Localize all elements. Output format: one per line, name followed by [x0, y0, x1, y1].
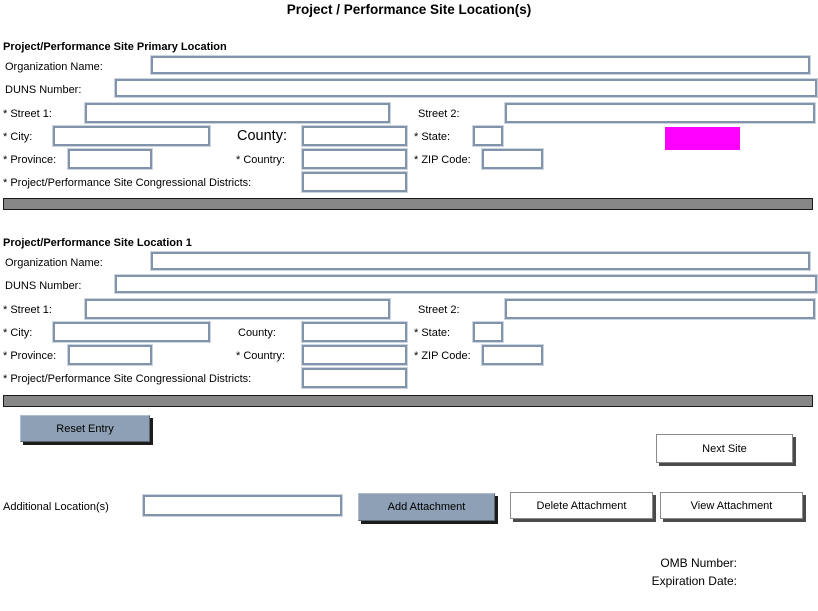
delete-attachment-button[interactable]: Delete Attachment	[510, 492, 653, 519]
congressional-districts-input[interactable]	[302, 172, 407, 192]
duns-number-input[interactable]	[115, 275, 817, 293]
street1-label: * Street 1:	[3, 304, 52, 316]
street1-input[interactable]	[85, 299, 390, 319]
street1-label: * Street 1:	[3, 108, 52, 120]
county-label: County:	[238, 327, 276, 339]
zip-code-input[interactable]	[482, 345, 543, 365]
congressional-districts-label: * Project/Performance Site Congressional…	[3, 177, 252, 189]
street2-label: Street 2:	[418, 108, 460, 120]
zip-code-input[interactable]	[482, 149, 543, 169]
section-header: Project/Performance Site Location 1	[3, 237, 192, 249]
city-input[interactable]	[53, 322, 210, 342]
county-label: County:	[237, 128, 287, 144]
site-location1-section: Project/Performance Site Location 1 Orga…	[0, 196, 818, 408]
county-input[interactable]	[302, 322, 407, 342]
country-input[interactable]	[302, 345, 407, 365]
section-divider-bar	[3, 198, 813, 210]
country-label: * Country:	[236, 350, 285, 362]
state-label: * State:	[414, 131, 451, 143]
city-label: * City:	[3, 131, 33, 143]
add-attachment-button[interactable]: Add Attachment	[358, 493, 495, 521]
province-label: * Province:	[3, 350, 57, 362]
street2-input[interactable]	[505, 299, 815, 319]
omb-number-label: OMB Number:	[660, 556, 737, 570]
reset-entry-button[interactable]: Reset Entry	[20, 415, 150, 442]
state-label: * State:	[414, 327, 451, 339]
expiration-date-label: Expiration Date:	[651, 574, 737, 588]
country-label: * Country:	[236, 154, 285, 166]
view-attachment-button[interactable]: View Attachment	[660, 492, 803, 519]
province-label: * Province:	[3, 154, 57, 166]
street2-input[interactable]	[505, 103, 815, 123]
state-input[interactable]	[473, 322, 503, 342]
section-header: Project/Performance Site Primary Locatio…	[3, 41, 227, 53]
page-title: Project / Performance Site Location(s)	[286, 2, 532, 17]
zip-code-label: * ZIP Code:	[414, 350, 471, 362]
additional-locations-input[interactable]	[143, 495, 342, 516]
additional-locations-label: Additional Location(s)	[3, 501, 109, 513]
organization-name-label: Organization Name:	[5, 257, 103, 269]
congressional-districts-label: * Project/Performance Site Congressional…	[3, 373, 252, 385]
province-input[interactable]	[68, 345, 152, 365]
section-divider-bar	[3, 395, 813, 407]
country-input[interactable]	[302, 149, 407, 169]
congressional-districts-input[interactable]	[302, 368, 407, 388]
next-site-button[interactable]: Next Site	[656, 434, 793, 463]
site-primary-section: Project/Performance Site Primary Locatio…	[0, 0, 818, 212]
highlight-box	[665, 127, 740, 150]
duns-number-label: DUNS Number:	[5, 280, 82, 292]
state-input[interactable]	[473, 126, 503, 146]
duns-number-label: DUNS Number:	[5, 84, 82, 96]
county-input[interactable]	[302, 126, 407, 146]
province-input[interactable]	[68, 149, 152, 169]
duns-number-input[interactable]	[115, 79, 817, 97]
city-label: * City:	[3, 327, 33, 339]
organization-name-input[interactable]	[151, 56, 810, 74]
city-input[interactable]	[53, 126, 210, 146]
organization-name-label: Organization Name:	[5, 61, 103, 73]
organization-name-input[interactable]	[151, 252, 810, 270]
street2-label: Street 2:	[418, 304, 460, 316]
zip-code-label: * ZIP Code:	[414, 154, 471, 166]
street1-input[interactable]	[85, 103, 390, 123]
